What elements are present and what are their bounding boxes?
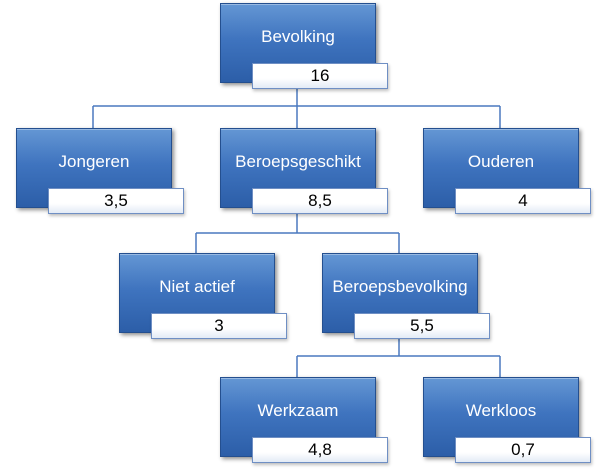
node-werkloos-value: 0,7 (455, 437, 591, 463)
node-jongeren-value: 3,5 (48, 188, 184, 214)
node-bevolking-value: 16 (252, 63, 388, 89)
node-beroepsbevolking-value: 5,5 (354, 313, 490, 339)
node-ouderen-value: 4 (455, 188, 591, 214)
node-niet-actief-value: 3 (151, 313, 287, 339)
node-niet-actief-label: Niet actief (119, 253, 275, 333)
node-werkzaam-value: 4,8 (252, 437, 388, 463)
node-beroepsgeschikt-value: 8,5 (252, 188, 388, 214)
